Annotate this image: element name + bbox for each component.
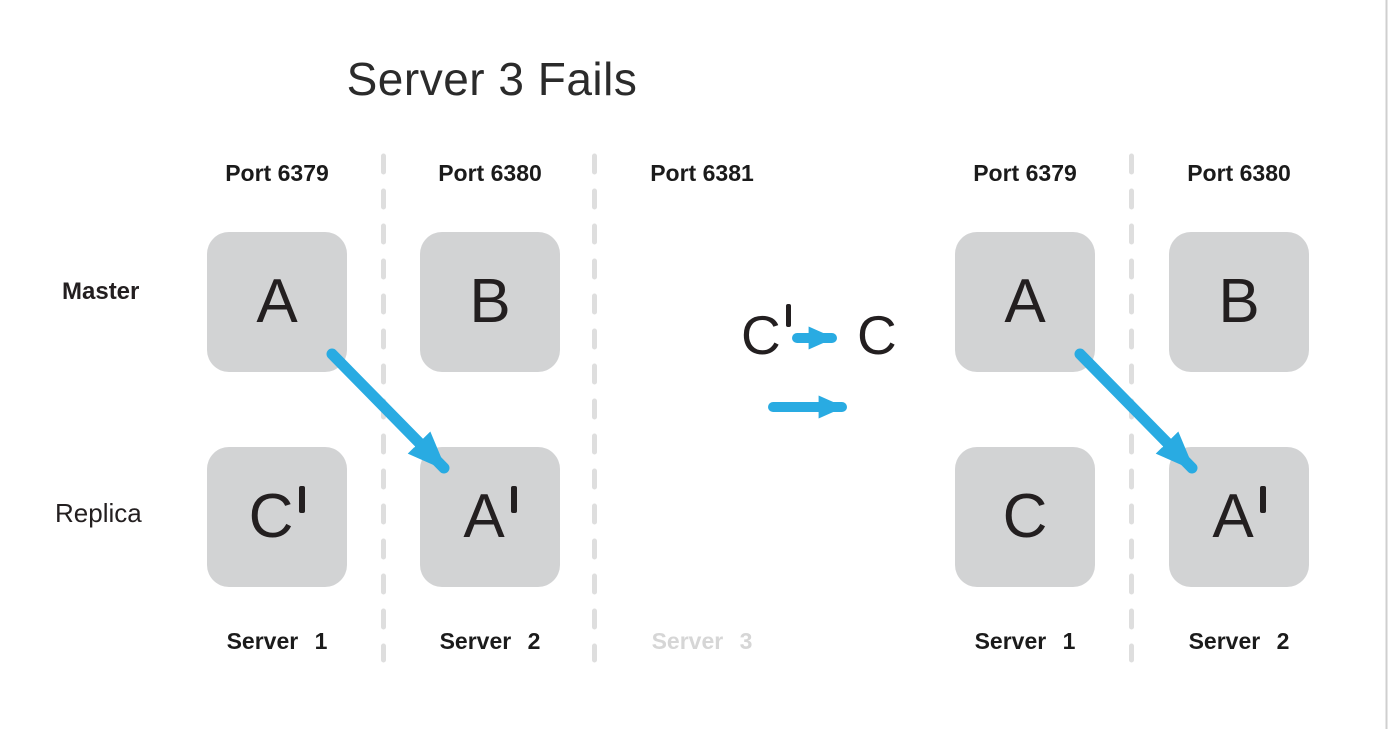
replica-node-box: C xyxy=(955,447,1095,587)
node-letter: C xyxy=(741,304,781,366)
replica-node-box: C xyxy=(207,447,347,587)
port-label: Port 6379 xyxy=(225,160,329,186)
node-letter: C xyxy=(1002,482,1048,551)
replica-node-box: A xyxy=(420,447,560,587)
port-label: Port 6381 xyxy=(650,160,754,186)
right-column-server1: Port 6379 A C Server 1 xyxy=(937,150,1113,670)
replica-node-box: A xyxy=(1169,447,1309,587)
prime-mark xyxy=(1259,485,1266,513)
page-title: Server 3 Fails xyxy=(346,53,638,105)
node-letter: C xyxy=(248,482,294,551)
server-label: Server 2 xyxy=(439,628,541,654)
transition-to-letter: C xyxy=(857,308,897,363)
node-letter: A xyxy=(463,482,505,551)
port-label: Port 6380 xyxy=(438,160,542,186)
transition-from-letter: C xyxy=(741,304,791,366)
node-letter: B xyxy=(469,267,511,336)
master-node-box: A xyxy=(207,232,347,372)
replica-row-label: Replica xyxy=(55,498,142,528)
prime-mark xyxy=(785,304,791,327)
left-column-server1: Port 6379 A C Server 1 xyxy=(189,150,365,670)
node-letter: A xyxy=(1004,267,1046,336)
server-label: Server 1 xyxy=(974,628,1076,654)
prime-mark xyxy=(510,485,517,513)
master-node-box: A xyxy=(955,232,1095,372)
server-label: Server 2 xyxy=(1188,628,1290,654)
master-node-box: B xyxy=(420,232,560,372)
prime-mark xyxy=(299,485,306,513)
left-column-server2: Port 6380 B A Server 2 xyxy=(402,150,578,670)
left-column-server3-failed: Port 6381 Server 3 xyxy=(614,150,790,670)
master-row-label: Master xyxy=(62,278,140,305)
port-label: Port 6379 xyxy=(973,160,1077,186)
node-letter: A xyxy=(256,267,298,336)
server-label: Server 1 xyxy=(226,628,328,654)
right-column-server2: Port 6380 B A Server 2 xyxy=(1151,150,1327,670)
node-letter: C xyxy=(857,304,897,366)
port-label: Port 6380 xyxy=(1187,160,1291,186)
node-letter: B xyxy=(1218,267,1260,336)
master-node-box: B xyxy=(1169,232,1309,372)
node-letter: A xyxy=(1212,482,1254,551)
server-label-faded: Server 3 xyxy=(651,628,753,654)
